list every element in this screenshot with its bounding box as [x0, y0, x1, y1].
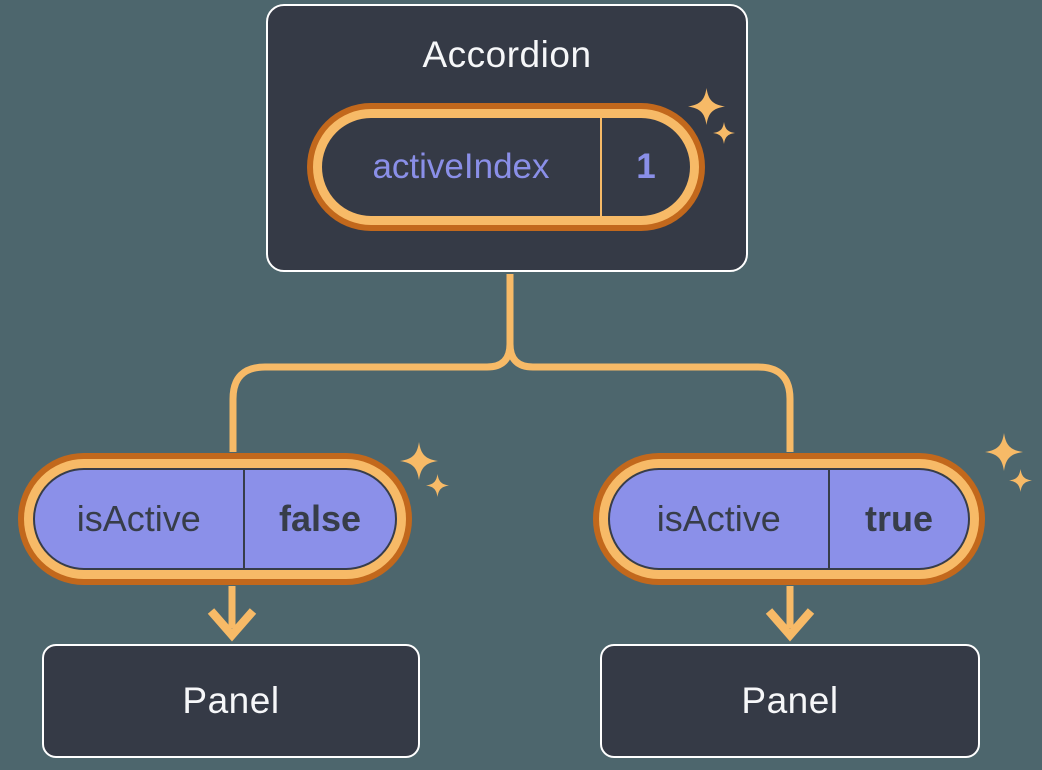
sparkle-icon	[400, 442, 438, 480]
state-value-label: false	[278, 498, 362, 539]
sparkle-icon	[1009, 469, 1032, 492]
state-pill-isactive-false: isActive false	[33, 468, 397, 570]
state-value-label: true	[864, 498, 933, 539]
state-pill-activeindex: activeIndex 1	[313, 109, 699, 225]
sparkle-icon	[426, 474, 449, 497]
pill-divider	[242, 470, 245, 568]
panel-box-left: Panel	[42, 644, 420, 758]
panel-label: Panel	[182, 680, 280, 721]
state-value-label: 1	[636, 147, 656, 186]
state-name-label: isActive	[76, 498, 201, 539]
state-name-label: activeIndex	[372, 147, 550, 186]
arrow-right-head	[765, 608, 815, 642]
pill-divider	[827, 470, 830, 568]
accordion-title: Accordion	[422, 34, 592, 75]
branch-left-line	[229, 274, 514, 452]
branch-right-line	[506, 274, 794, 452]
sparkle-icon	[985, 433, 1023, 471]
arrow-left-head	[207, 608, 257, 642]
panel-label: Panel	[741, 680, 839, 721]
state-pill-isactive-true: isActive true	[608, 468, 970, 570]
state-name-label: isActive	[656, 498, 781, 539]
panel-box-right: Panel	[600, 644, 980, 758]
pill-divider	[600, 118, 602, 216]
